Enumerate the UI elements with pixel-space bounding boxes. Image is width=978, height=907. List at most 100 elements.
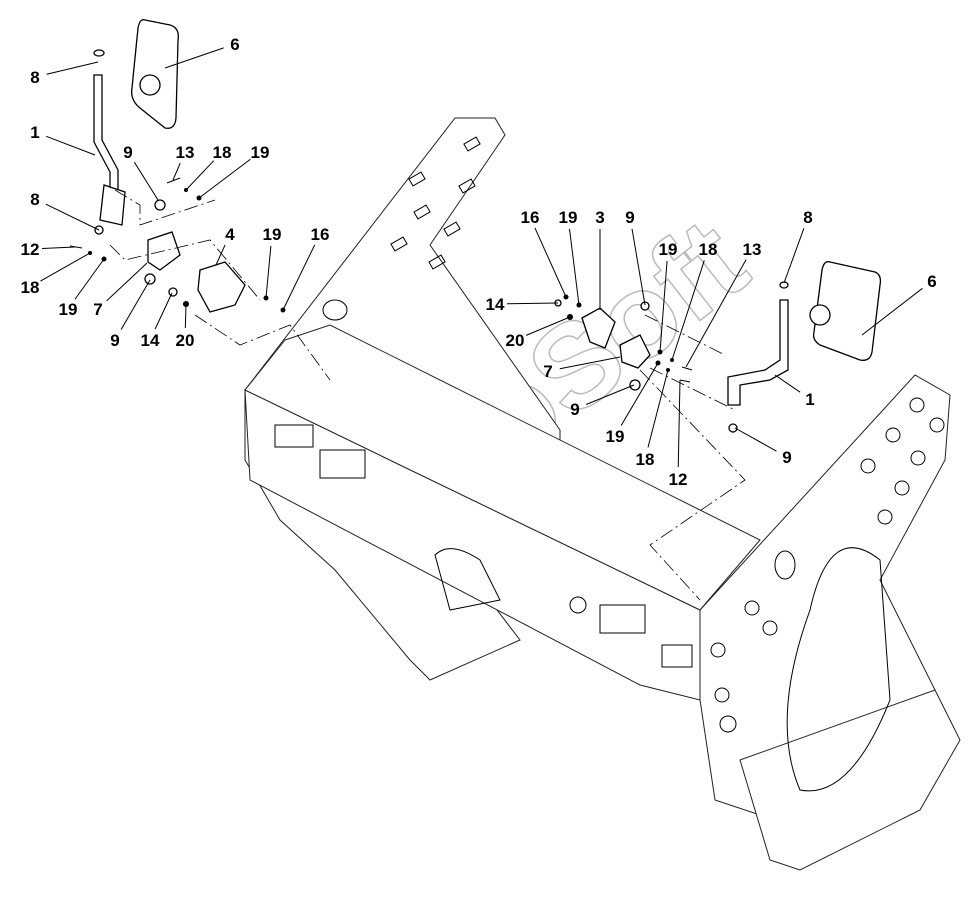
callout-label: 3 — [595, 208, 604, 227]
left-mirror-head — [131, 19, 179, 129]
callout-label: 19 — [606, 427, 625, 446]
callout-19: 19 — [559, 208, 580, 306]
leader-line — [120, 279, 151, 330]
leader-line — [559, 356, 621, 370]
leader-line — [647, 369, 669, 448]
callout-20: 20 — [176, 303, 194, 350]
callout-label: 6 — [230, 35, 239, 54]
callout-14: 14 — [141, 292, 173, 350]
callout-19: 19 — [59, 258, 105, 319]
callout-13: 13 — [685, 240, 762, 368]
leader-line — [185, 160, 215, 191]
leader-line — [506, 302, 559, 305]
callout-4: 4 — [215, 225, 235, 266]
callout-19: 19 — [263, 225, 282, 299]
leader-line — [41, 246, 76, 249]
leader-line — [685, 259, 747, 368]
right-mirror-arm — [727, 299, 789, 406]
beam-cutout — [274, 424, 314, 448]
left-nut-9-top — [154, 199, 166, 211]
callout-20: 20 — [506, 316, 571, 350]
leader-line — [164, 47, 224, 69]
callout-19: 19 — [606, 362, 659, 446]
callout-label: 12 — [21, 240, 40, 259]
callout-label: 9 — [625, 208, 634, 227]
plate-cutout — [434, 548, 501, 611]
callout-label: 1 — [30, 123, 39, 142]
callout-9: 9 — [123, 143, 159, 201]
beam-cutout — [661, 644, 693, 668]
callout-label: 6 — [927, 272, 936, 291]
callout-9: 9 — [734, 427, 792, 467]
callout-label: 19 — [559, 208, 578, 227]
callout-label: 9 — [782, 448, 791, 467]
leader-line — [677, 379, 681, 468]
right-nut-9-mid — [629, 379, 641, 391]
callout-label: 12 — [669, 470, 688, 489]
leader-line — [620, 362, 659, 426]
callout-18: 18 — [636, 369, 669, 469]
left-mirror-assembly — [69, 19, 331, 381]
leader-line — [568, 228, 580, 306]
leader-line — [585, 384, 635, 405]
callout-label: 18 — [213, 143, 232, 162]
callout-label: 18 — [699, 240, 718, 259]
right-nut-9-top — [640, 301, 650, 311]
left-bracket-4 — [197, 261, 246, 313]
callout-label: 8 — [30, 190, 39, 209]
left-cap-8 — [93, 49, 105, 57]
callout-label: 8 — [30, 68, 39, 87]
callout-8: 8 — [783, 208, 813, 284]
beam-cutout — [319, 449, 366, 479]
callout-18: 18 — [671, 240, 718, 361]
callout-label: 9 — [110, 331, 119, 350]
right-foot-plate — [739, 689, 961, 871]
leader-line — [215, 244, 226, 266]
callout-6: 6 — [164, 35, 240, 69]
leader-line — [40, 252, 91, 282]
callout-label: 18 — [21, 278, 40, 297]
leader-line — [46, 135, 96, 156]
right-mirror-assembly — [554, 261, 882, 601]
leader-line — [265, 245, 272, 299]
callout-13: 13 — [172, 143, 195, 181]
callout-18: 18 — [185, 143, 232, 191]
leader-line — [133, 161, 159, 201]
left-mirror-ball — [139, 74, 161, 96]
leader-line — [45, 203, 100, 231]
right-mirror-ball — [809, 304, 831, 326]
callout-14: 14 — [486, 295, 559, 314]
callout-label: 16 — [311, 225, 330, 244]
leader-line — [671, 260, 705, 361]
callout-18: 18 — [21, 252, 91, 297]
leader-line — [198, 158, 251, 199]
callout-12: 12 — [669, 379, 688, 489]
left-nut-9-bot — [144, 273, 156, 285]
callout-label: 7 — [93, 300, 102, 319]
callout-label: 13 — [743, 240, 762, 259]
callout-9: 9 — [625, 208, 646, 306]
callout-7: 7 — [93, 262, 148, 319]
callout-7: 7 — [543, 356, 621, 381]
leader-line — [282, 244, 316, 311]
callout-label: 19 — [263, 225, 282, 244]
right-hinge-7 — [619, 334, 651, 369]
leader-line — [184, 303, 187, 329]
callout-1: 1 — [30, 123, 96, 156]
leader-line — [154, 292, 173, 330]
right-nut-9-bot — [728, 423, 738, 433]
callout-label: 13 — [176, 143, 195, 162]
callout-label: 14 — [486, 295, 505, 314]
right-mirror-head — [812, 261, 882, 361]
callout-label: 19 — [251, 143, 270, 162]
leader-line — [74, 258, 105, 300]
leader-line — [525, 316, 571, 336]
leader-line — [774, 374, 801, 393]
callout-6: 6 — [861, 272, 937, 336]
leader-line — [534, 227, 567, 298]
leader-line — [861, 287, 923, 336]
callout-9: 9 — [110, 279, 151, 350]
